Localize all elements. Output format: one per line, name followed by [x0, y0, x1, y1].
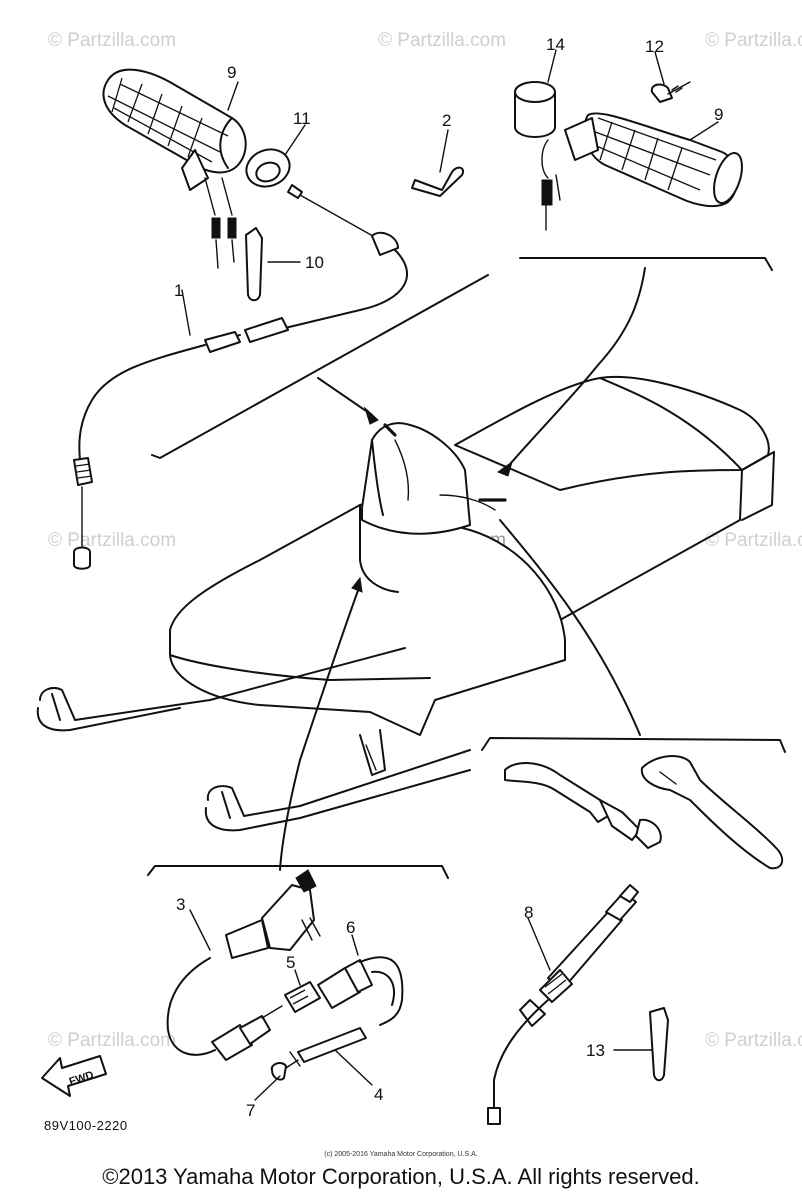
diagram-code: 89V100-2220 — [44, 1118, 128, 1133]
cable-3 — [166, 957, 216, 1056]
callout-9: 9 — [227, 63, 236, 82]
seat — [454, 375, 770, 491]
watermark: © Partzilla.com — [705, 1030, 802, 1051]
cap-14 — [514, 81, 556, 138]
bottom-left-group — [147, 865, 449, 1081]
callout-3: 3 — [176, 895, 185, 914]
brake-cable-end — [504, 762, 609, 823]
callout-leaders — [181, 49, 719, 1101]
adjuster-5 — [284, 981, 321, 1013]
callout-11: 11 — [293, 109, 311, 128]
right-grip-group — [514, 81, 773, 271]
callout-4: 4 — [374, 1085, 383, 1104]
callout-numbers: 9 11 2 10 1 14 12 9 3 5 6 8 13 4 7 — [174, 35, 723, 1120]
snowmobile-illustration — [36, 375, 775, 832]
watermark: © Partzilla.com — [378, 30, 506, 51]
hood — [169, 501, 566, 736]
leader-lines — [279, 267, 646, 871]
sleeve-4 — [297, 1027, 367, 1063]
watermark: © Partzilla.com — [48, 530, 176, 551]
ring-11 — [245, 148, 291, 188]
clip-13 — [649, 1007, 669, 1082]
watermark: © Partzilla.com — [48, 1030, 176, 1051]
clip-2 — [411, 166, 464, 197]
callout-8: 8 — [524, 903, 533, 922]
clip-10 — [245, 227, 263, 302]
copyright-notice: ©2013 Yamaha Motor Corporation, U.S.A. A… — [102, 1164, 700, 1189]
callout-13: 13 — [586, 1041, 605, 1060]
brake-lever-group — [481, 737, 786, 1125]
callout-5: 5 — [286, 953, 295, 972]
left-grip-group — [73, 68, 489, 570]
fwd-arrow: FWD — [41, 1055, 107, 1097]
callout-7: 7 — [246, 1101, 255, 1120]
watermark: © Partzilla.com — [705, 530, 802, 551]
callout-12: 12 — [645, 37, 664, 56]
grip-left — [102, 68, 247, 191]
screw-12 — [650, 81, 691, 103]
watermark: © Partzilla.com — [48, 30, 176, 51]
brake-lever — [640, 755, 784, 870]
callout-2: 2 — [442, 111, 451, 130]
windshield — [361, 422, 471, 535]
callout-14: 14 — [546, 35, 565, 54]
switch-assembly — [225, 869, 321, 959]
cable-6 — [359, 956, 404, 1026]
front-ski — [39, 647, 406, 721]
rear-ski — [206, 749, 471, 817]
watermark: © Partzilla.com — [705, 30, 802, 51]
small-copyright: (c) 2005-2016 Yamaha Motor Corporation, … — [324, 1151, 477, 1158]
callout-6: 6 — [346, 918, 355, 937]
callout-1: 1 — [174, 281, 183, 300]
callout-10: 10 — [305, 253, 324, 272]
callout-9: 9 — [714, 105, 723, 124]
grip-right — [564, 112, 743, 208]
